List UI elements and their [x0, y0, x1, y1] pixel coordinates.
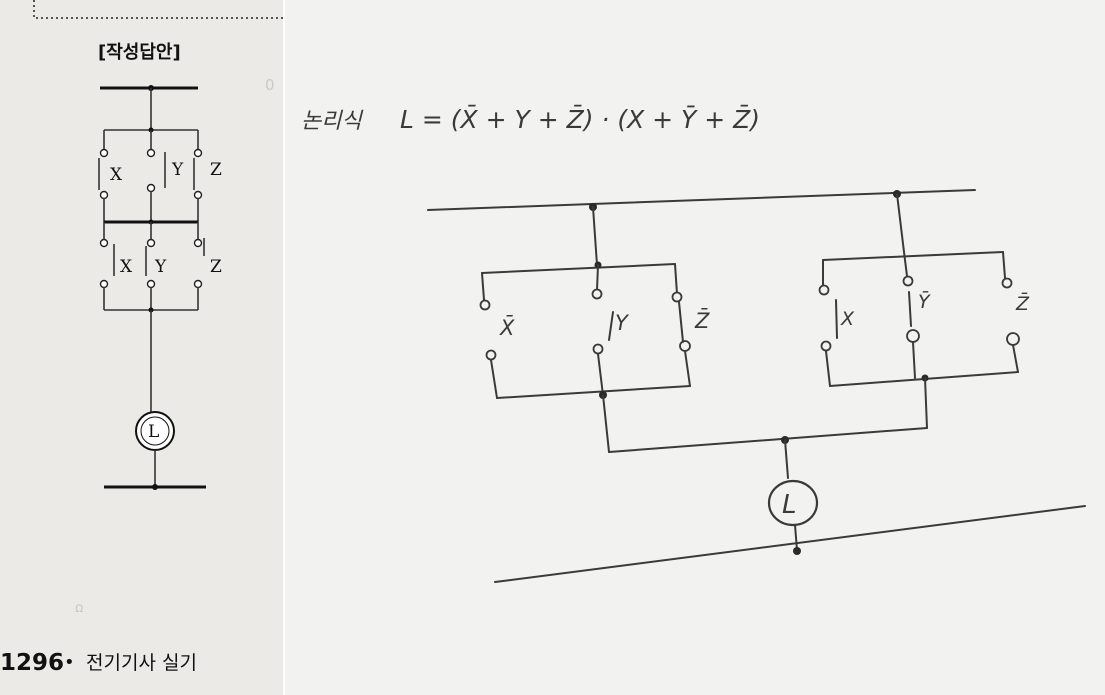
contact: [679, 340, 691, 352]
lamp-inner-ring: [140, 416, 170, 446]
switch-label: Ȳ: [918, 289, 931, 313]
switch-label: X: [120, 257, 133, 277]
switch-blade: [678, 301, 684, 343]
contact: [193, 238, 203, 248]
contact: [1006, 332, 1020, 346]
bottom-node: [152, 484, 158, 490]
textbook-page: 0 [작성답안] X Y Z: [0, 0, 283, 695]
contact: [146, 148, 156, 158]
switch-label: Z: [210, 160, 222, 180]
pen-wire: [596, 264, 599, 291]
contact: [99, 190, 109, 200]
handwritten-note: 논리식 L = (X̄ + Y + Z̄) · (X + Ȳ + Z̄) X̄ …: [285, 0, 1105, 695]
switch-label: Y: [171, 160, 184, 180]
handwritten-diagram: 논리식 L = (X̄ + Y + Z̄) · (X + Ȳ + Z̄) X̄ …: [301, 104, 1086, 583]
contact: [902, 275, 914, 287]
switch-blade: [835, 299, 838, 339]
contact: [99, 148, 109, 158]
answer-heading: [작성답안]: [98, 42, 181, 63]
group1-top-rail: [481, 263, 676, 274]
switch-blade: [608, 311, 614, 341]
pen-wire: [794, 524, 798, 551]
switch-label: X: [840, 308, 855, 330]
pen-wire: [684, 350, 691, 387]
textbook-diagram: 0 [작성답안] X Y Z: [0, 0, 283, 676]
pen-wire: [903, 251, 908, 277]
group2-top-rail: [822, 251, 1004, 261]
pen-wire: [592, 206, 598, 266]
pen-wire: [1002, 251, 1006, 279]
lamp-label: L: [148, 422, 159, 442]
pen-wire: [674, 263, 678, 295]
lamp-bottom-node: [793, 547, 801, 555]
contact: [906, 329, 920, 343]
contact: [146, 279, 156, 289]
pen-wire: [1012, 344, 1019, 373]
pen-wire: [896, 193, 905, 253]
contact: [592, 343, 604, 355]
pen-wire: [825, 350, 831, 387]
dotted-frame: [33, 0, 283, 19]
page-bullet: •: [64, 652, 75, 673]
switch-label: Z̄: [694, 308, 710, 333]
pen-wire: [912, 341, 916, 379]
contact: [818, 284, 830, 296]
contact: [591, 288, 603, 300]
top-bus: [427, 189, 976, 211]
contact: [99, 238, 109, 248]
contact: [485, 349, 497, 361]
join-rail: [608, 427, 928, 453]
pen-wire: [602, 394, 610, 453]
group1-bottom-rail: [496, 385, 691, 399]
contact: [193, 279, 203, 289]
contact: [193, 190, 203, 200]
switch-label: Y: [615, 311, 630, 335]
formula-prefix: 논리식: [301, 109, 363, 134]
pen-wire: [597, 353, 604, 396]
switch-label: Z̄: [1015, 291, 1030, 315]
switch-blade: [908, 291, 912, 327]
formula: L = (X̄ + Y + Z̄) · (X + Ȳ + Z̄): [400, 104, 760, 134]
contact: [146, 238, 156, 248]
contact: [146, 183, 156, 193]
pen-wire: [924, 377, 928, 429]
pen-wire: [481, 272, 485, 301]
switch-label: X̄: [499, 315, 515, 340]
pen-wire: [784, 439, 789, 479]
contact: [1001, 277, 1013, 289]
bleed-text: ꭥ: [75, 600, 84, 616]
lamp-symbol: [767, 479, 819, 527]
switch-label: X: [110, 165, 123, 185]
bottom-bus: [494, 505, 1086, 583]
contact: [193, 148, 203, 158]
contact: [99, 279, 109, 289]
page-number: 1296: [0, 650, 64, 676]
switch-label: Z: [210, 257, 222, 277]
switch-label: Y: [154, 257, 167, 277]
lamp-label: L: [782, 490, 797, 520]
contact: [671, 291, 683, 303]
bleed-text: 0: [265, 76, 275, 94]
contact: [820, 340, 832, 352]
page-subject: 전기기사 실기: [86, 652, 197, 674]
contact: [479, 299, 491, 311]
pen-wire: [490, 359, 498, 399]
